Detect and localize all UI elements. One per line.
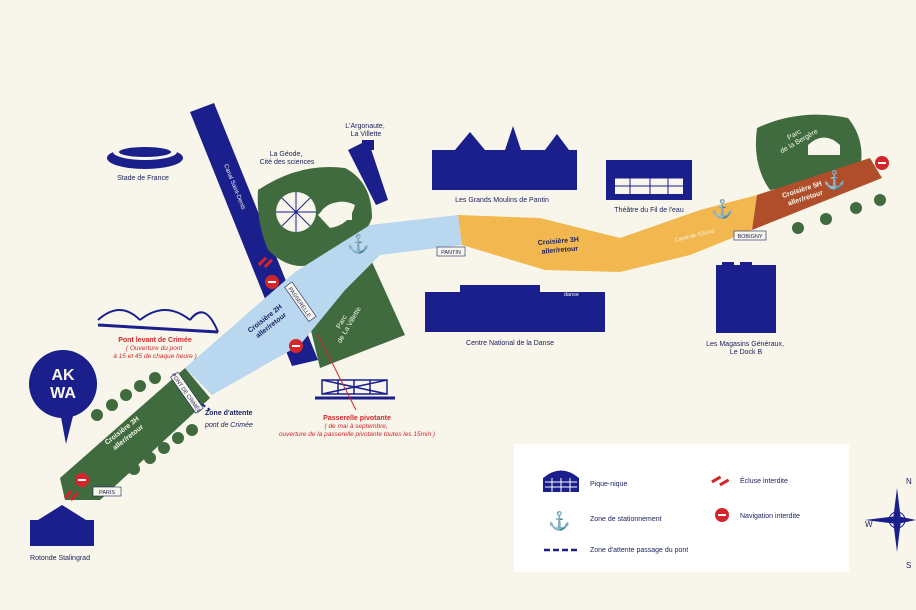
passerelle-pivotante [315,379,395,400]
canal-orange-section [458,195,757,272]
sign-bobigny: BOBIGNY [733,230,767,241]
danse-label: Centre National de la Danse [466,340,554,347]
akwa-logo: AK WA [29,350,97,444]
stade-de-france [107,144,183,169]
grands-moulins [432,126,577,190]
legend-waiting: Zone d'attente passage du pont [590,547,688,554]
theatre-label: Théâtre du Fil de l'eau [614,207,684,214]
magasins-label: Les Magasins Généraux, Le Dock B [706,341,786,356]
canal-brown-section [752,158,882,230]
legend-picnic-icon [543,470,579,492]
svg-text:N: N [906,477,912,486]
anchor-icon: ⚓ [347,233,369,254]
zone-attente-label: Zone d'attente pont de Crimée [204,410,255,429]
passerelle-pointer [317,334,357,411]
svg-text:BOBIGNY: BOBIGNY [737,234,762,240]
picnic-basket-icon [322,202,352,220]
rotonde-stalingrad [30,505,94,546]
pont-levant-crimee [97,309,219,334]
svg-text:W: W [865,520,873,529]
legend-parking: Zone de stationnement [590,516,662,523]
passerelle-note: ( de mai à septembre, ouverture de la pa… [279,423,435,438]
moulins-label: Les Grands Moulins de Pantin [455,197,549,204]
cruise-label-3h-orange: Croisière 3H aller/retour [538,236,582,256]
svg-text:WA: WA [50,385,76,402]
no-entry-icon [265,275,279,289]
trees-right [792,194,886,234]
svg-text:S: S [906,561,911,570]
no-entry-icon [875,156,889,170]
parc-villette [308,262,405,368]
legend-noentry-icon [715,508,729,522]
lock-forbidden-icon [63,489,79,501]
rotonde-label: Rotonde Stalingrad [30,555,90,562]
pont-levant-title: Pont levant de Crimée [118,337,192,344]
passerelle-title: Passerelle pivotante [323,415,391,422]
svg-text:PARIS: PARIS [99,490,115,496]
magasins-generaux [716,262,776,333]
legend-lock: Écluse interdite [740,476,788,485]
argonaute-label: L'Argonaute, La Villette [345,123,386,138]
compass-rose-icon: N W S [865,477,916,570]
centre-national-danse [425,285,605,332]
svg-text:AK: AK [51,367,75,384]
canal-light-blue [185,215,462,395]
no-entry-icon [289,339,303,353]
legend-picnic: Pique-nique [590,481,627,488]
sign-pantin: PANTIN [436,246,466,257]
svg-text:PANTIN: PANTIN [441,250,461,256]
stade-label: Stade de France [117,175,169,182]
legend-lock-icon [711,475,730,487]
argonaute-submarine [348,140,388,205]
lock-forbidden-icon [257,256,273,268]
anchor-icon: ⚓ [711,198,733,219]
sign-paris: PARIS [92,486,122,497]
danse-sign: danse [564,292,579,298]
theatre-fil-eau [606,160,692,200]
picnic-basket-icon [808,137,840,155]
pont-levant-note: ( Ouverture du pont à 15 et 45 de chaque… [113,345,196,360]
canal-green-section [60,368,210,500]
legend-noentry: Navigation interdite [740,513,800,520]
geode-label: La Géode, Cité des sciences [260,151,315,166]
legend-anchor-icon: ⚓ [548,510,570,531]
legend-box [514,444,849,572]
no-entry-icon [75,473,89,487]
anchor-icon: ⚓ [823,169,845,190]
trees-left [91,372,198,475]
